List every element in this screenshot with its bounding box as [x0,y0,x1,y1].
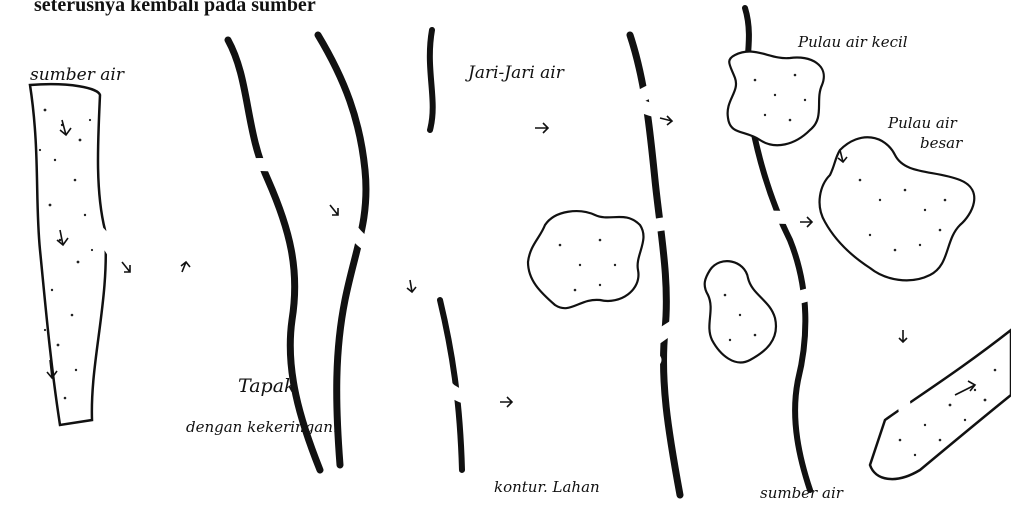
flow-arrows [122,116,907,407]
label-contour: kontur. Lahan [494,478,600,496]
top-caption: seterusnya kembali pada sumber [34,0,316,16]
label-site-2: dengan kekeringan. [186,418,338,436]
label-small-island: Pulau air kecil [797,33,908,51]
label-source-top: sumber air [30,65,125,85]
source-river-bottom [870,330,1011,479]
label-site-1: Tapak [238,375,296,397]
label-source-bottom: sumber air [760,484,844,502]
source-river-left [30,84,106,425]
label-big-island-2: besar [920,134,963,152]
label-fingers: Jari-Jari air [465,63,565,83]
label-big-island-1: Pulau air [887,114,958,132]
